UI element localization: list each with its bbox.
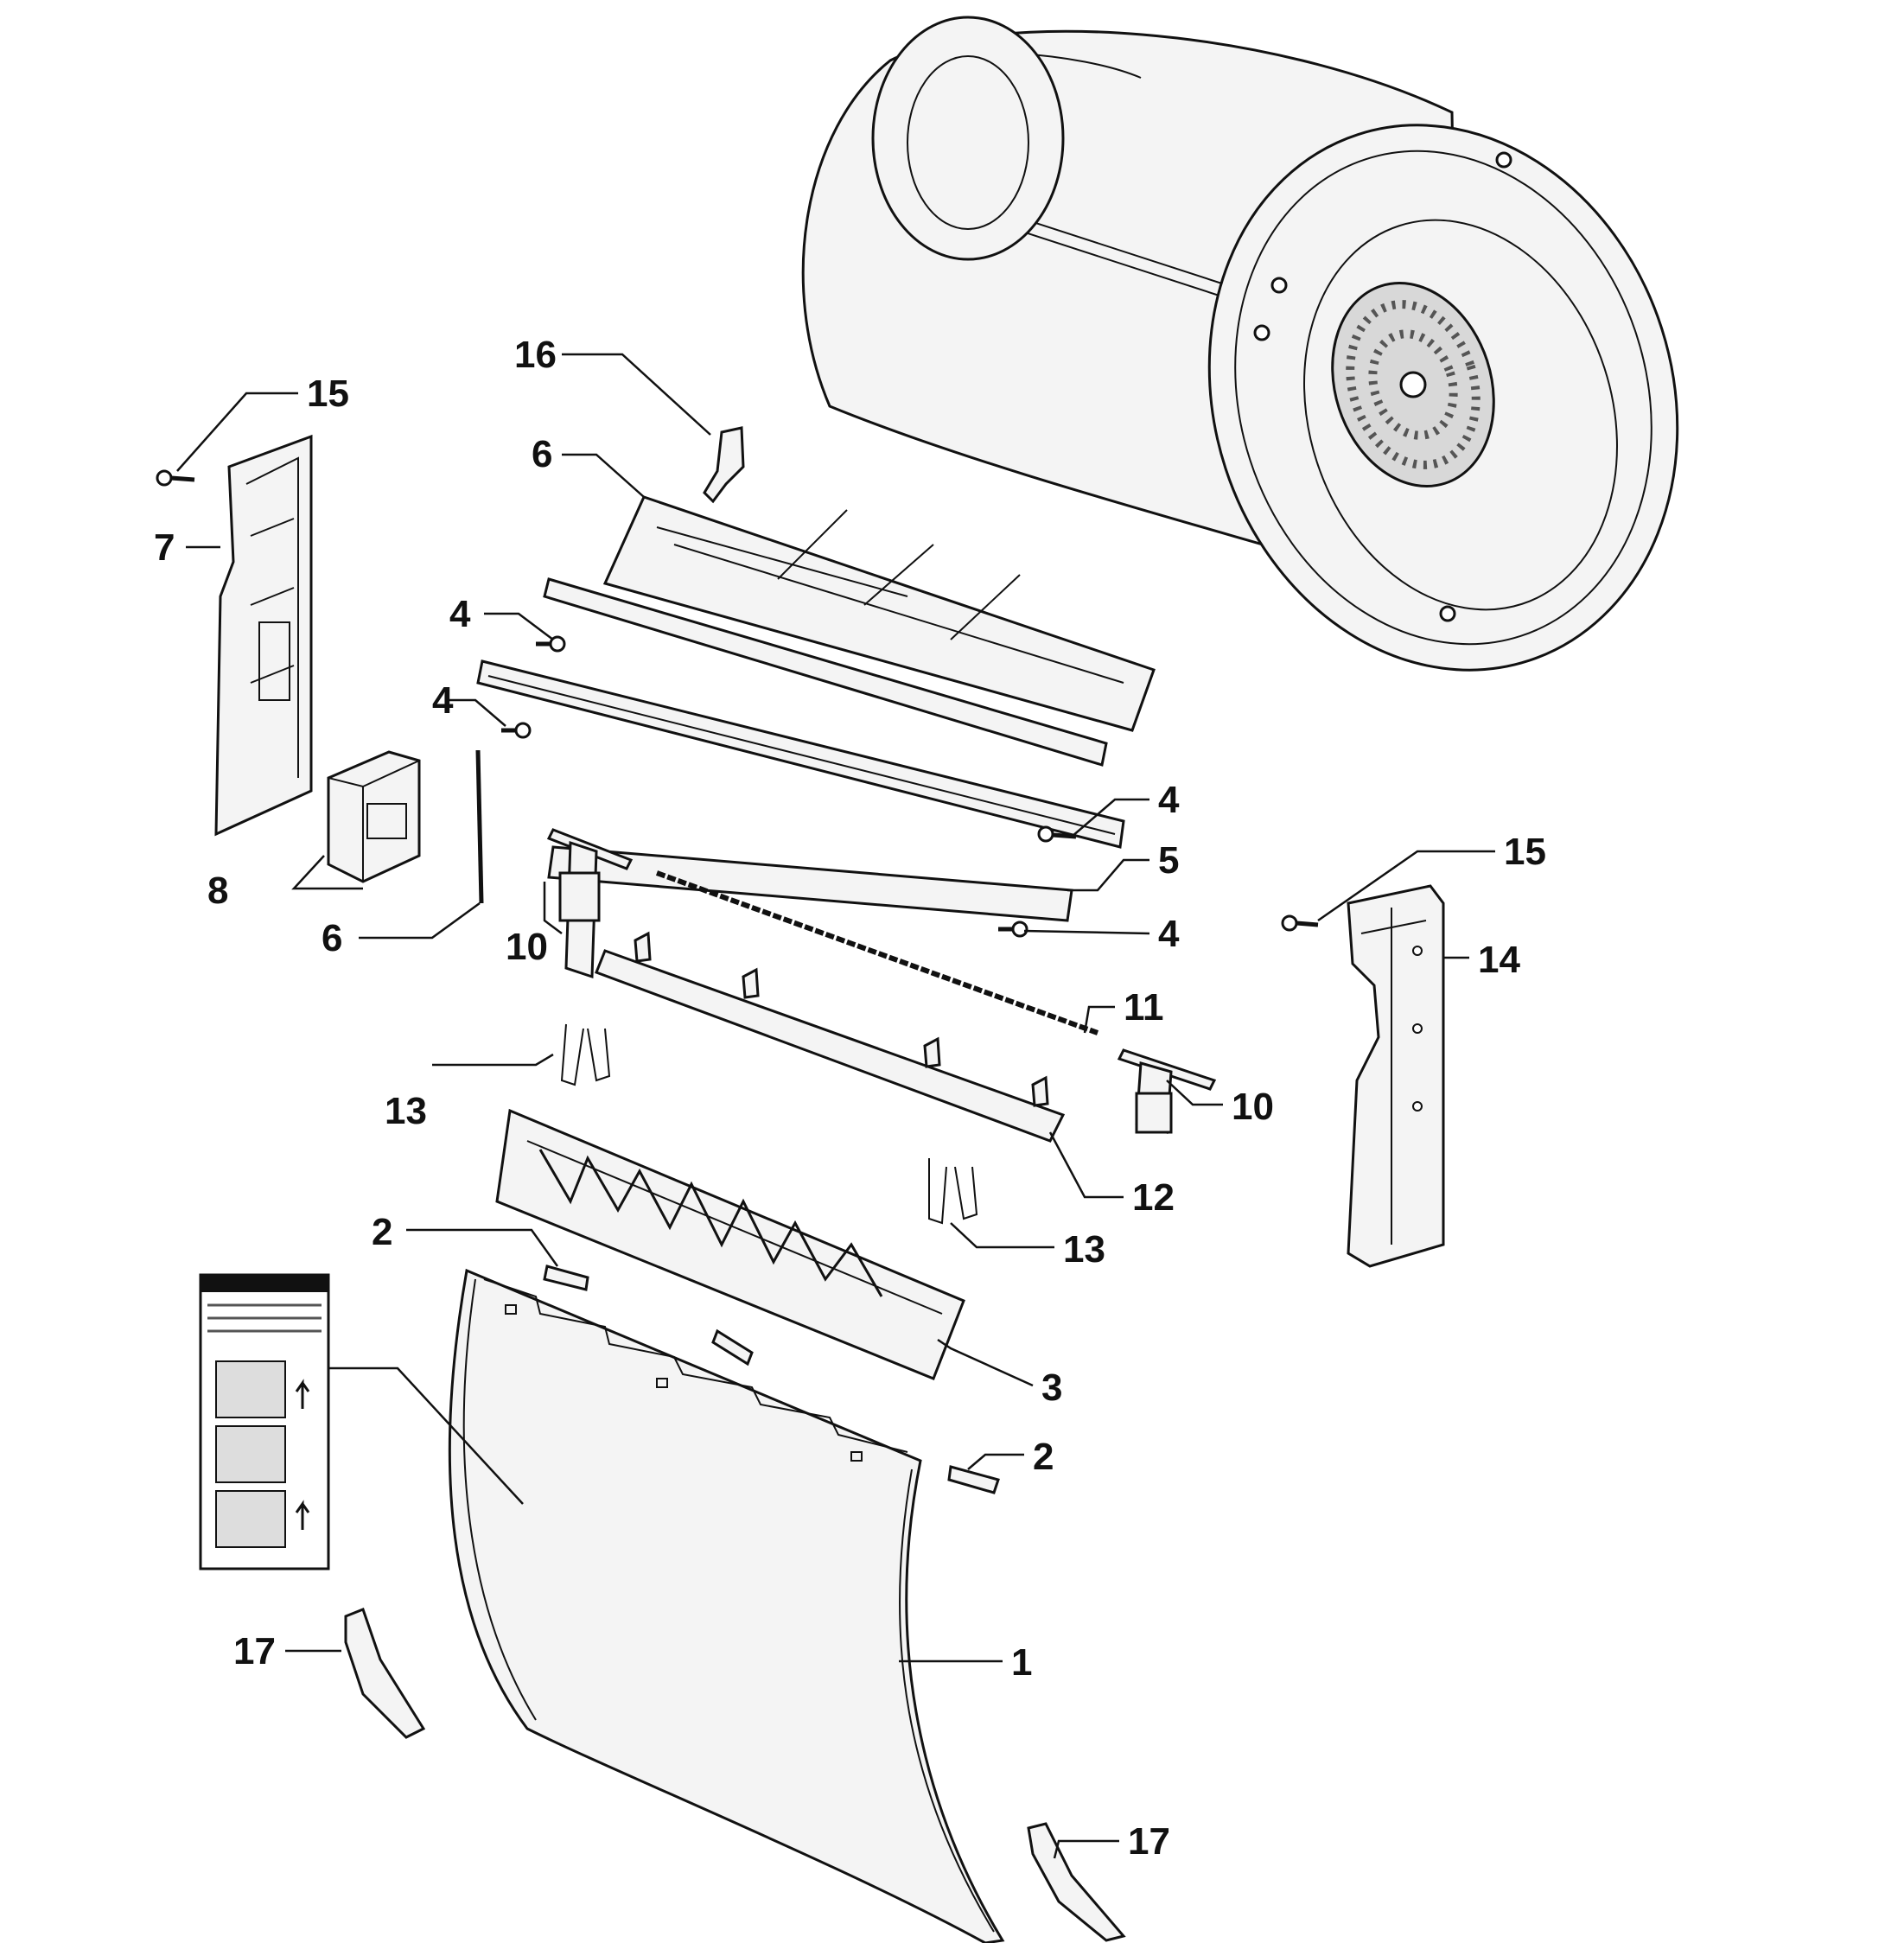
- callout-4-d: 4: [1158, 913, 1180, 955]
- callout-15-right: 15: [1504, 831, 1546, 873]
- baffle-left: [344, 1608, 426, 1739]
- leader-lines: [176, 353, 1495, 1859]
- spring-clip-right: [928, 1158, 978, 1225]
- hinge-left: [546, 828, 634, 979]
- callout-8: 8: [207, 870, 228, 912]
- callout-2-left: 2: [372, 1211, 392, 1253]
- callout-1: 1: [1011, 1641, 1032, 1684]
- callout-6-bottom: 6: [322, 917, 342, 959]
- baffle-right: [1027, 1822, 1126, 1942]
- spring-clip-left: [560, 1023, 611, 1086]
- rod: [475, 749, 484, 904]
- callout-7: 7: [154, 526, 175, 569]
- screw-4-d: [998, 921, 1028, 938]
- screw-right: [1281, 914, 1319, 932]
- callout-12: 12: [1132, 1176, 1175, 1219]
- callout-17-left: 17: [233, 1630, 276, 1672]
- support-bracket-left: [214, 434, 313, 837]
- filter-housing: [495, 1108, 965, 1380]
- callout-5: 5: [1158, 839, 1179, 882]
- drum-panel: [448, 1268, 1005, 1943]
- pin-left: [543, 1265, 589, 1291]
- callout-3: 3: [1041, 1366, 1062, 1409]
- switch-module: [327, 750, 421, 883]
- drum-assembly: [801, 16, 1679, 672]
- callout-10-right: 10: [1232, 1086, 1274, 1128]
- screw-4-c: [1037, 825, 1077, 843]
- cross-bar: [595, 931, 1066, 1143]
- callout-4-a: 4: [449, 593, 471, 635]
- callout-17-right: 17: [1128, 1820, 1170, 1863]
- callout-15-left: 15: [307, 373, 349, 415]
- callout-10-left: 10: [506, 926, 548, 968]
- pin-center: [711, 1328, 754, 1366]
- callout-14: 14: [1478, 939, 1520, 981]
- callout-4-b: 4: [432, 679, 454, 722]
- rail: [547, 845, 1073, 922]
- screw-4-b: [501, 722, 532, 739]
- callout-13-left: 13: [385, 1090, 427, 1132]
- support-bracket-right: [1347, 884, 1445, 1268]
- screw-4-a: [536, 635, 566, 653]
- pin-right: [947, 1465, 1000, 1494]
- callout-6-top: 6: [532, 433, 552, 475]
- hinge-right: [1117, 1048, 1217, 1134]
- callout-11: 11: [1124, 986, 1164, 1029]
- callout-16: 16: [514, 334, 557, 376]
- callout-labels: 15 16 6 7 4 4 4 5 4 8 6 10 15 14 11 10 1…: [154, 334, 1546, 1863]
- top-frame-assembly: [476, 495, 1156, 849]
- callout-4-c: 4: [1158, 779, 1180, 821]
- clip-top: [703, 426, 745, 504]
- callout-2-right: 2: [1033, 1436, 1054, 1478]
- callout-13-right: 13: [1063, 1228, 1105, 1271]
- instruction-label-card: [199, 1273, 330, 1570]
- screw-left: [156, 469, 195, 487]
